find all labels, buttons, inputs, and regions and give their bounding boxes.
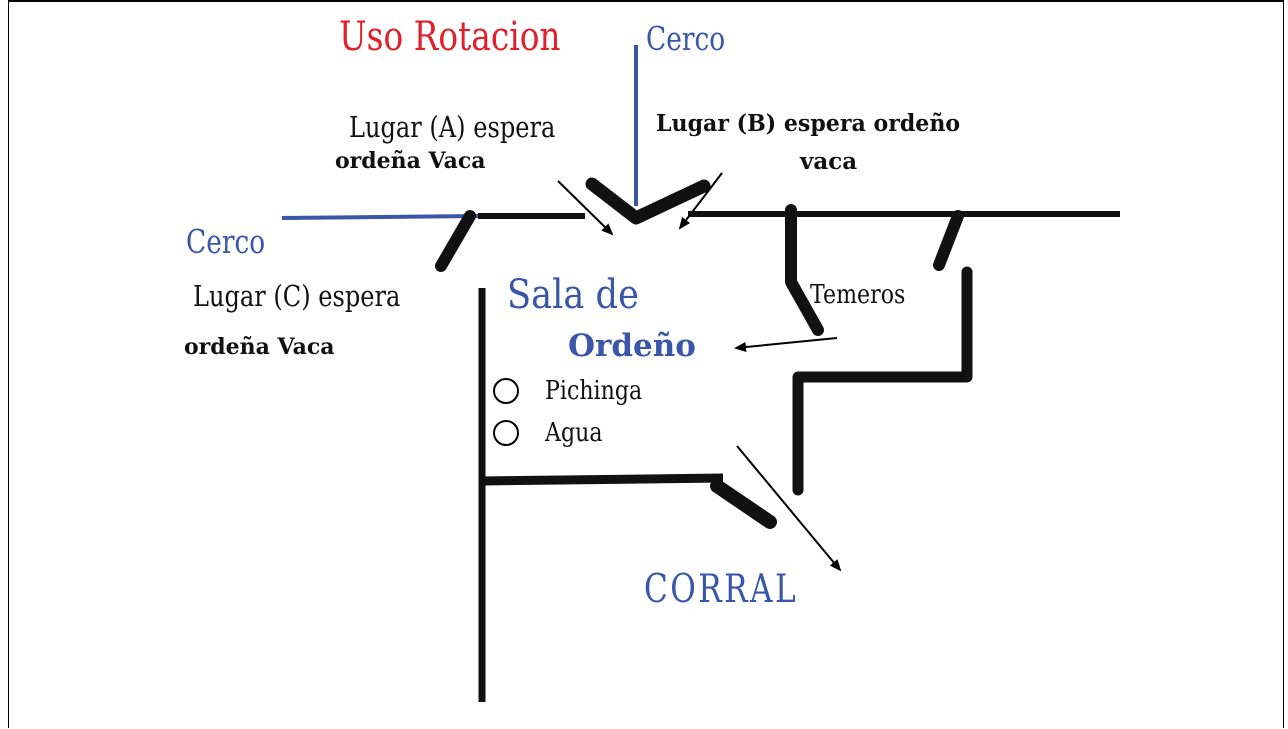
pichinga-circle-icon — [493, 378, 519, 404]
lugar-b-line2: vaca — [800, 148, 858, 175]
lugar-b-line1: Lugar (B) espera ordeño — [656, 110, 961, 137]
lugar-c-line1: Lugar (C) espera — [193, 279, 401, 313]
lugar-a-line2: ordeña Vaca — [335, 148, 486, 174]
pichinga-item: Pichinga — [493, 376, 659, 406]
corral-label: CORRAL — [644, 567, 799, 612]
temeros-wall — [785, 204, 824, 336]
cerco-left-label: Cerco — [186, 222, 266, 261]
gate-right — [933, 210, 964, 271]
uso-rotacion-title: Uso Rotacion — [339, 14, 561, 60]
lugar-c-line2: ordeña Vaca — [184, 334, 335, 360]
diagram-frame — [8, 0, 1284, 728]
arrow-lugar-a — [557, 180, 614, 236]
cerco-top-label: Cerco — [646, 19, 726, 58]
entrance-chevron — [585, 177, 711, 225]
arrow-corral — [736, 445, 842, 572]
agua-label: Agua — [545, 418, 603, 448]
pichinga-label: Pichinga — [545, 376, 643, 406]
right-wall — [792, 266, 973, 496]
agua-circle-icon — [493, 420, 519, 446]
agua-item: Agua — [493, 418, 613, 448]
sala-line2: Ordeño — [568, 328, 696, 364]
lugar-a-line1: Lugar (A) espera — [349, 110, 556, 144]
arrow-lugar-b — [678, 172, 723, 230]
sala-line1: Sala de — [507, 272, 639, 318]
gate-c — [435, 210, 476, 272]
corral-gate — [710, 479, 777, 529]
bottom-wall — [481, 473, 724, 486]
temeros-label: Temeros — [810, 280, 906, 310]
fence-left-blue — [281, 214, 479, 220]
arrow-temeros — [734, 337, 838, 352]
